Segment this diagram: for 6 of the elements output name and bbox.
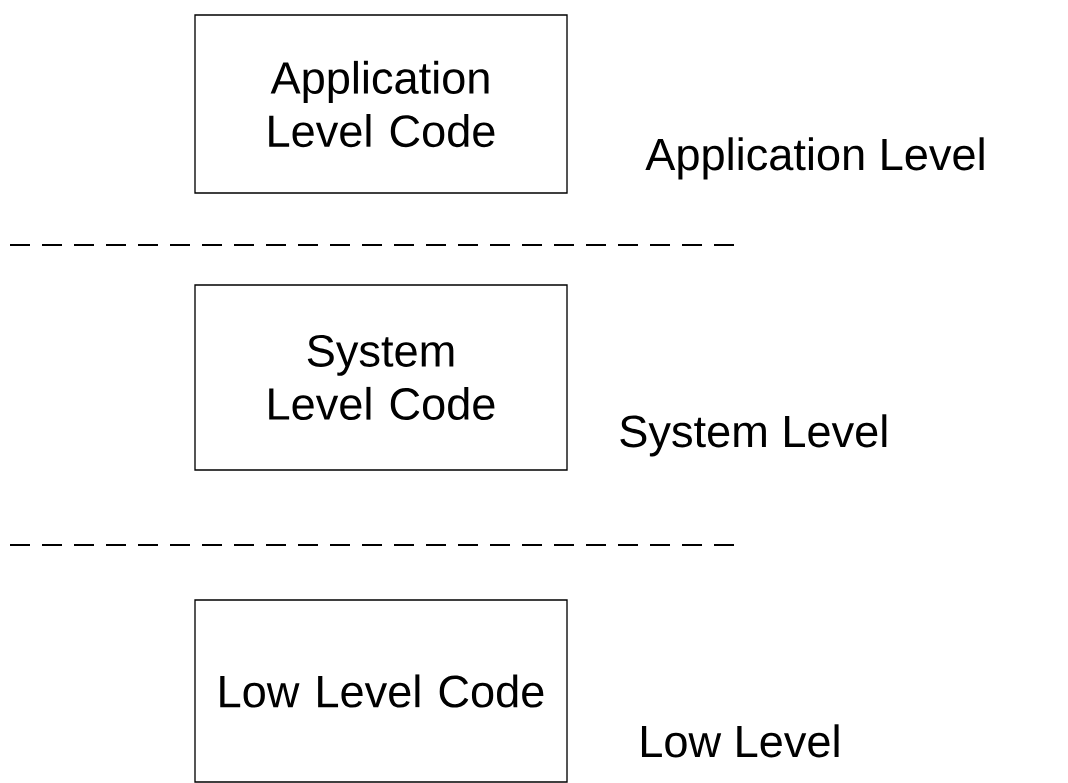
code-box: Low Level Code: [194, 599, 568, 783]
level-label: Low Level: [642, 724, 839, 758]
level-label: System Level: [620, 414, 887, 457]
code-box: System Level Code: [194, 284, 568, 471]
code-box: Application Level Code: [194, 14, 568, 194]
level-label: Application Level: [645, 137, 984, 180]
